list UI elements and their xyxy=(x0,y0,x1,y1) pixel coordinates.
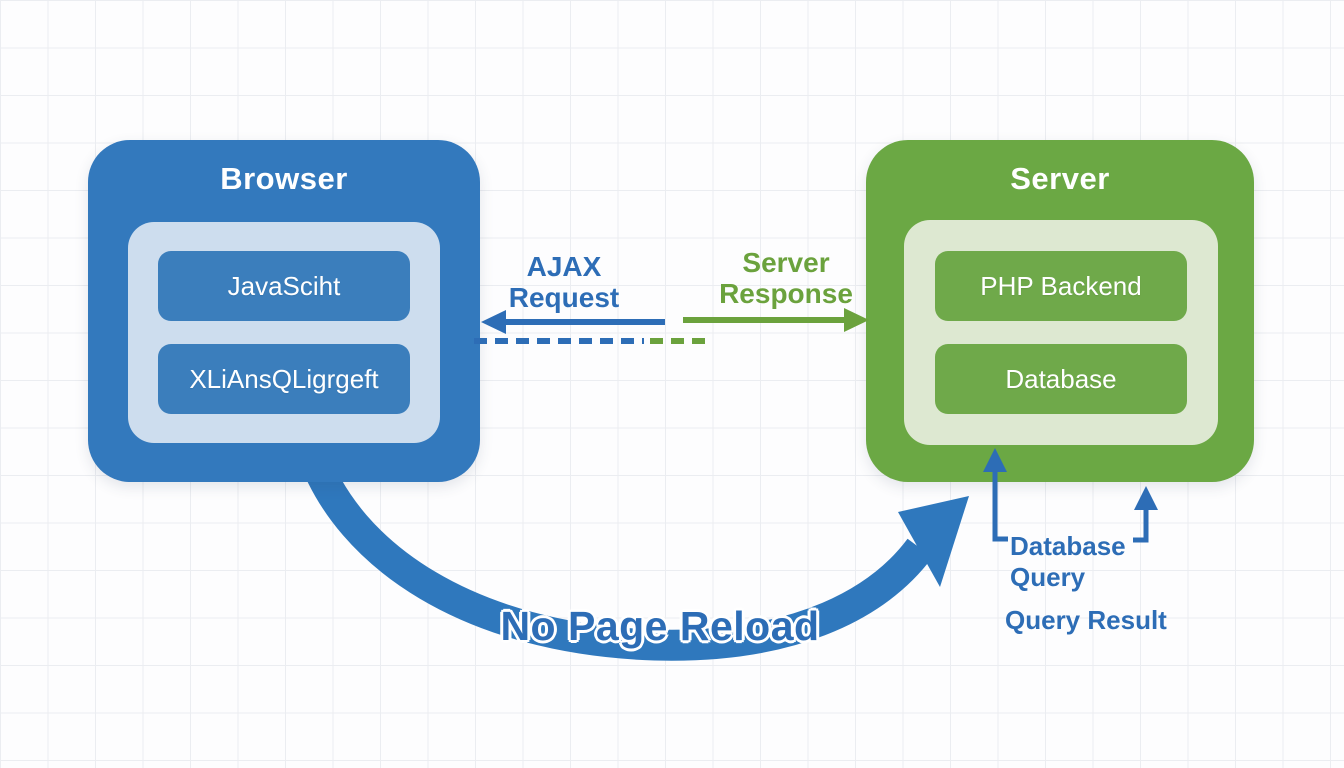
query-result-label: Query Result xyxy=(1005,605,1167,635)
database-query-arrow xyxy=(983,448,1008,542)
javascript-label: JavaSciht xyxy=(227,270,341,301)
ajax-request-label: AJAX Request xyxy=(508,251,620,313)
no-page-reload-label: No Page Reload xyxy=(500,603,820,649)
xmlhttprequest-label: XLiAnsQLigrgeft xyxy=(189,363,379,394)
database-box: Database xyxy=(935,344,1187,414)
server-response-label: Server Response xyxy=(719,247,853,309)
browser-box: Browser JavaSciht XLiAnsQLigrgeft xyxy=(88,140,480,482)
server-box: Server PHP Backend Database xyxy=(866,140,1254,482)
server-response-arrow xyxy=(683,308,869,332)
database-query-label: Database Query xyxy=(1010,531,1126,592)
php-backend-label: PHP Backend xyxy=(980,270,1142,301)
php-backend-box: PHP Backend xyxy=(935,251,1187,321)
browser-panel: JavaSciht XLiAnsQLigrgeft xyxy=(128,222,440,443)
xmlhttprequest-box: XLiAnsQLigrgeft xyxy=(158,344,410,414)
ajax-request-arrow xyxy=(481,310,665,334)
database-label: Database xyxy=(1005,363,1117,394)
curved-arrow-head xyxy=(898,496,969,587)
curved-arrow-body xyxy=(297,446,933,661)
browser-title: Browser xyxy=(220,161,348,196)
server-title: Server xyxy=(1010,161,1110,196)
query-result-arrow xyxy=(1133,486,1158,543)
javascript-box: JavaSciht xyxy=(158,251,410,321)
server-panel: PHP Backend Database xyxy=(904,220,1218,445)
